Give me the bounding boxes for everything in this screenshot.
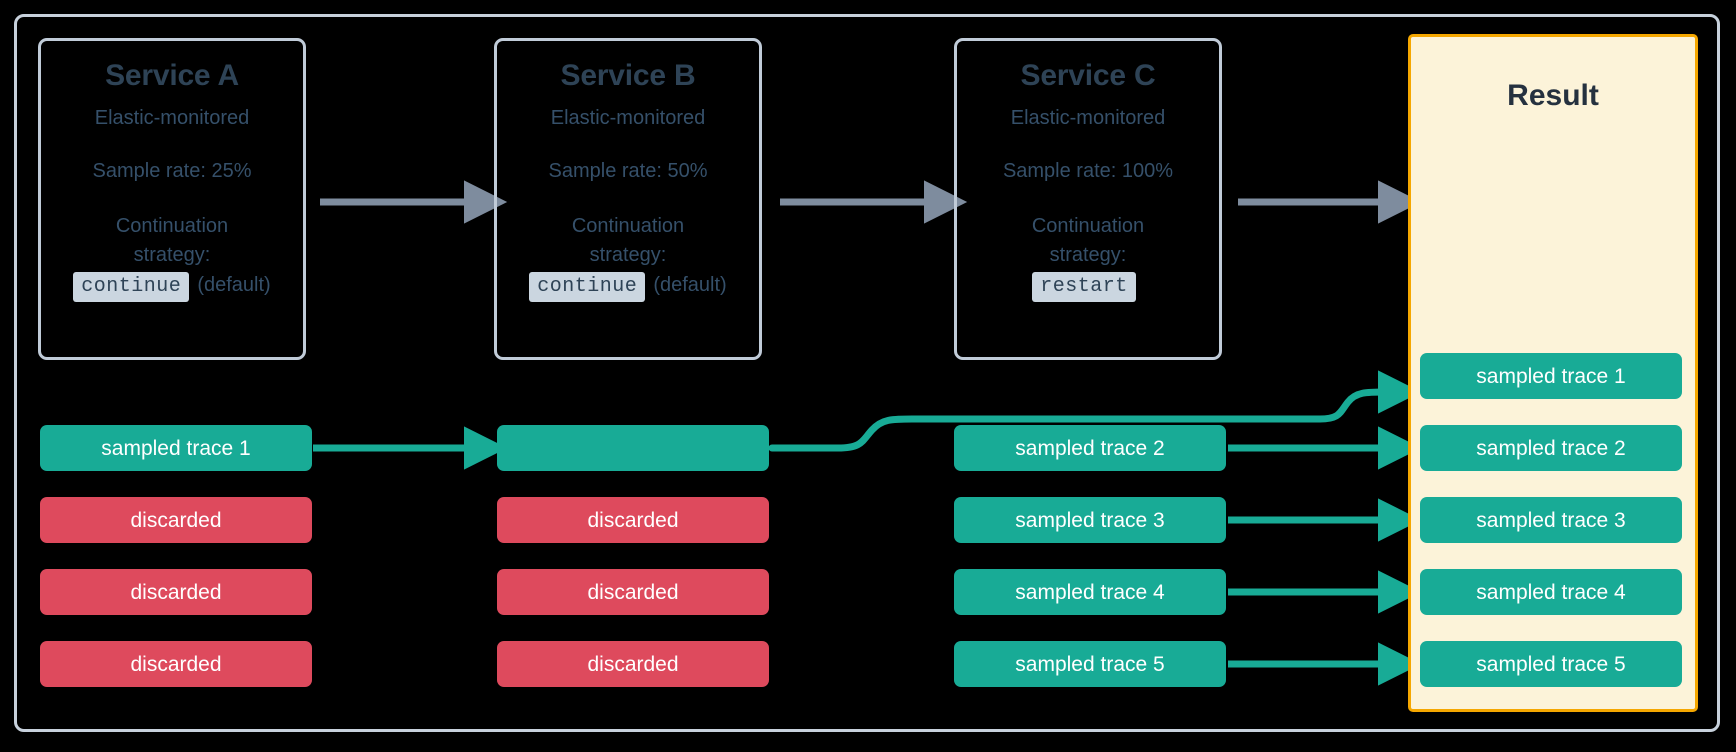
service-b-subtitle: Elastic-monitored [550, 106, 706, 129]
trace-pill-a-2-label: discarded [130, 508, 222, 532]
trace-pill-b-4[interactable]: discarded [497, 641, 769, 687]
trace-pill-a-3[interactable]: discarded [40, 569, 312, 615]
result-trace-pill-1[interactable]: sampled trace 1 [1420, 353, 1682, 399]
service-a-title: Service A [105, 59, 239, 92]
trace-pill-b-3-label: discarded [587, 580, 679, 604]
trace-pill-b-3[interactable]: discarded [497, 569, 769, 615]
service-c-subtitle: Elastic-monitored [1010, 106, 1166, 129]
trace-pill-c-1-label: sampled trace 2 [1015, 436, 1165, 460]
result-trace-pill-3[interactable]: sampled trace 3 [1420, 497, 1682, 543]
trace-pill-a-1-label: sampled trace 1 [101, 436, 251, 460]
service-c-strategy-label-line2: strategy: [1049, 243, 1127, 266]
service-a-subtitle: Elastic-monitored [94, 106, 250, 129]
result-trace-pill-5-label: sampled trace 5 [1476, 652, 1626, 676]
service-a-strategy-label: Continuation strategy: [116, 212, 228, 270]
outer-frame [14, 14, 1720, 732]
trace-pill-a-2[interactable]: discarded [40, 497, 312, 543]
service-a-strategy-value: continue [73, 271, 190, 302]
trace-pill-a-4[interactable]: discarded [40, 641, 312, 687]
trace-pill-b-2[interactable]: discarded [497, 497, 769, 543]
service-b-strategy-label-line1: Continuation [571, 214, 685, 237]
trace-pill-a-4-label: discarded [130, 652, 222, 676]
service-card-c[interactable]: Service C Elastic-monitored Sample rate:… [954, 38, 1222, 360]
service-c-title: Service C [1020, 59, 1156, 92]
service-b-strategy-note: (default) [653, 273, 727, 296]
service-a-sample-rate: Sample rate: 25% [92, 159, 252, 182]
result-trace-pill-3-label: sampled trace 3 [1476, 508, 1626, 532]
service-a-strategy-label-line2: strategy: [133, 243, 211, 266]
result-trace-pill-4[interactable]: sampled trace 4 [1420, 569, 1682, 615]
service-b-strategy-value: continue [529, 271, 646, 302]
service-c-strategy-row: restart [1032, 271, 1144, 302]
service-card-a[interactable]: Service A Elastic-monitored Sample rate:… [38, 38, 306, 360]
trace-pill-c-2-label: sampled trace 3 [1015, 508, 1165, 532]
trace-pill-a-1[interactable]: sampled trace 1 [40, 425, 312, 471]
service-c-sample-rate: Sample rate: 100% [1002, 159, 1174, 182]
trace-pill-c-4-label: sampled trace 5 [1015, 652, 1165, 676]
service-b-title: Service B [560, 59, 696, 92]
trace-pill-b-4-label: discarded [587, 652, 679, 676]
result-trace-pill-5[interactable]: sampled trace 5 [1420, 641, 1682, 687]
trace-pill-b-1[interactable] [497, 425, 769, 471]
service-a-strategy-row: continue (default) [73, 271, 271, 302]
service-a-strategy-note: (default) [197, 273, 271, 296]
result-trace-pill-2[interactable]: sampled trace 2 [1420, 425, 1682, 471]
result-trace-pill-4-label: sampled trace 4 [1476, 580, 1626, 604]
trace-pill-c-2[interactable]: sampled trace 3 [954, 497, 1226, 543]
trace-pill-c-1[interactable]: sampled trace 2 [954, 425, 1226, 471]
trace-pill-a-3-label: discarded [130, 580, 222, 604]
result-trace-pill-2-label: sampled trace 2 [1476, 436, 1626, 460]
service-b-strategy-row: continue (default) [529, 271, 727, 302]
trace-pill-c-3-label: sampled trace 4 [1015, 580, 1165, 604]
trace-pill-c-3[interactable]: sampled trace 4 [954, 569, 1226, 615]
service-b-strategy-label-line2: strategy: [589, 243, 667, 266]
service-b-strategy-label: Continuation strategy: [572, 212, 684, 270]
service-a-strategy-label-line1: Continuation [115, 214, 229, 237]
service-card-b[interactable]: Service B Elastic-monitored Sample rate:… [494, 38, 762, 360]
result-title: Result [1507, 79, 1599, 112]
result-trace-pill-1-label: sampled trace 1 [1476, 364, 1626, 388]
service-c-strategy-label: Continuation strategy: [1032, 212, 1144, 270]
trace-pill-c-4[interactable]: sampled trace 5 [954, 641, 1226, 687]
service-c-strategy-value: restart [1032, 271, 1136, 302]
service-b-sample-rate: Sample rate: 50% [548, 159, 708, 182]
trace-pill-b-2-label: discarded [587, 508, 679, 532]
service-c-strategy-label-line1: Continuation [1031, 214, 1145, 237]
